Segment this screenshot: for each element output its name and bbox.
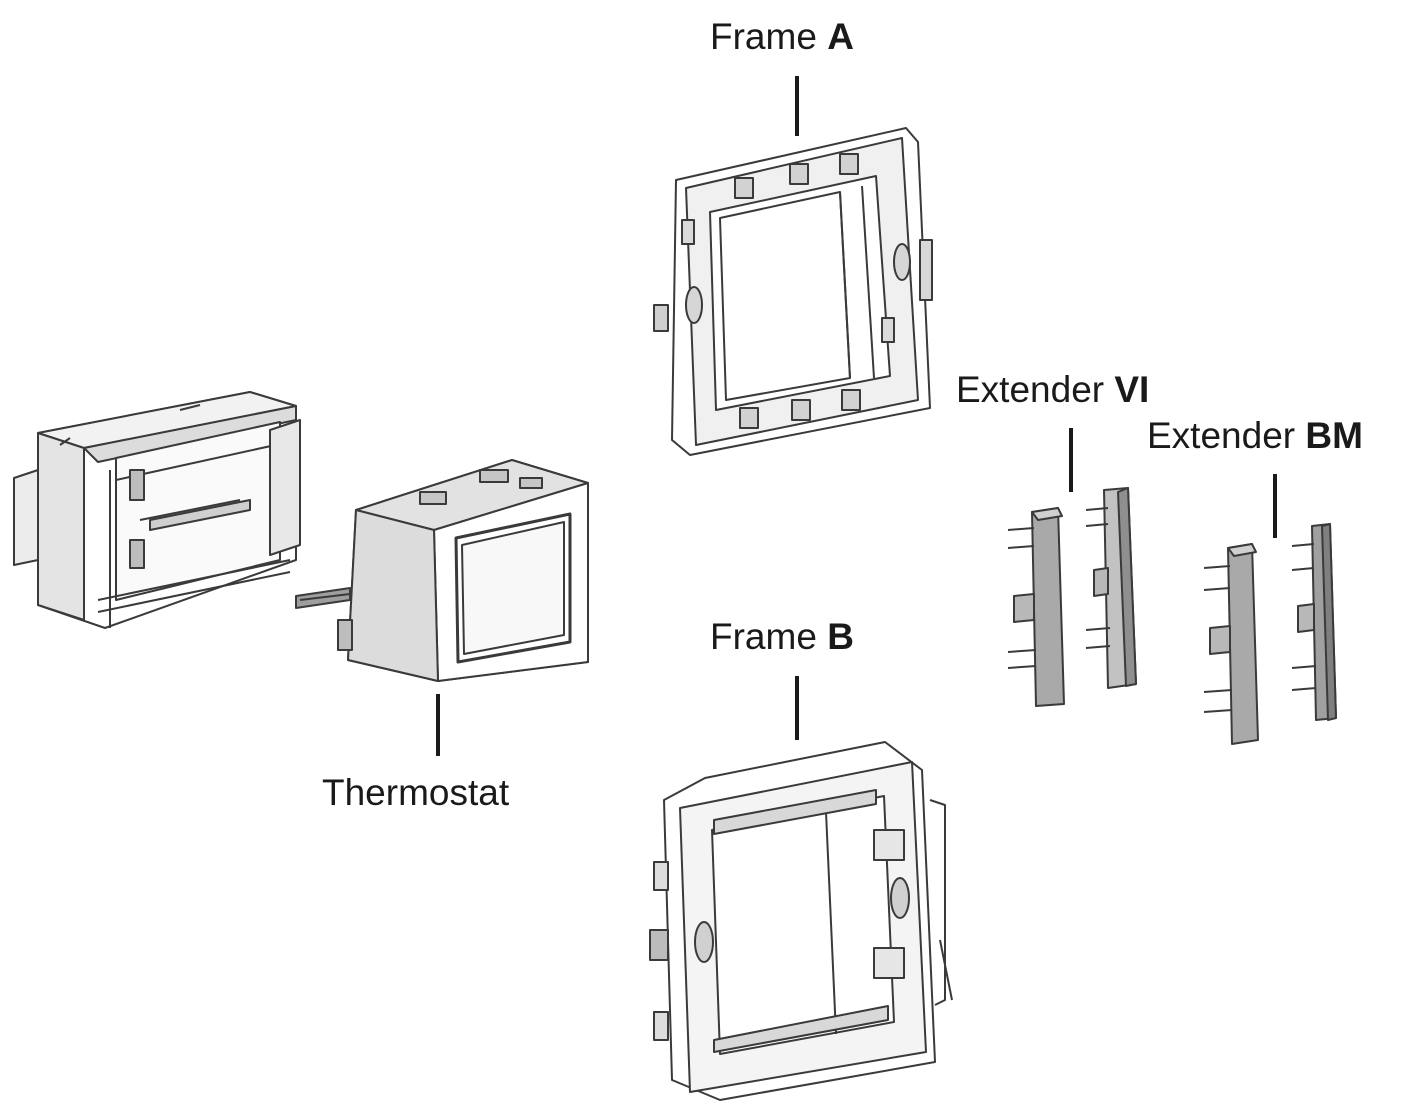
extender-vi-label-letter: VI: [1114, 369, 1150, 410]
extender-vi: [1007, 487, 1137, 707]
extender-bm-label-text: Extender: [1147, 415, 1296, 456]
thermostat-module: [295, 459, 589, 682]
frame-a-leader: [795, 76, 799, 136]
extender-bm-label: Extender BM: [1147, 417, 1363, 454]
wall-box: [13, 391, 301, 629]
extender-bm-leader: [1273, 474, 1277, 538]
frame-a-label-letter: A: [827, 16, 854, 57]
frame-a-label-text: Frame: [710, 16, 817, 57]
frame-b: [649, 741, 953, 1101]
extender-vi-leader: [1069, 428, 1073, 492]
frame-b-label-text: Frame: [710, 616, 817, 657]
extender-vi-label: Extender VI: [956, 371, 1149, 408]
frame-b-label-letter: B: [827, 616, 854, 657]
frame-a: [653, 127, 933, 456]
extender-bm: [1203, 523, 1337, 745]
thermostat-label-text: Thermostat: [322, 772, 510, 813]
thermostat-label: Thermostat: [322, 774, 509, 811]
extender-vi-label-text: Extender: [956, 369, 1105, 410]
extender-bm-label-letter: BM: [1305, 415, 1363, 456]
frame-b-leader: [795, 676, 799, 740]
frame-a-label: Frame A: [710, 18, 854, 55]
frame-b-label: Frame B: [710, 618, 854, 655]
thermostat-leader: [436, 694, 440, 756]
